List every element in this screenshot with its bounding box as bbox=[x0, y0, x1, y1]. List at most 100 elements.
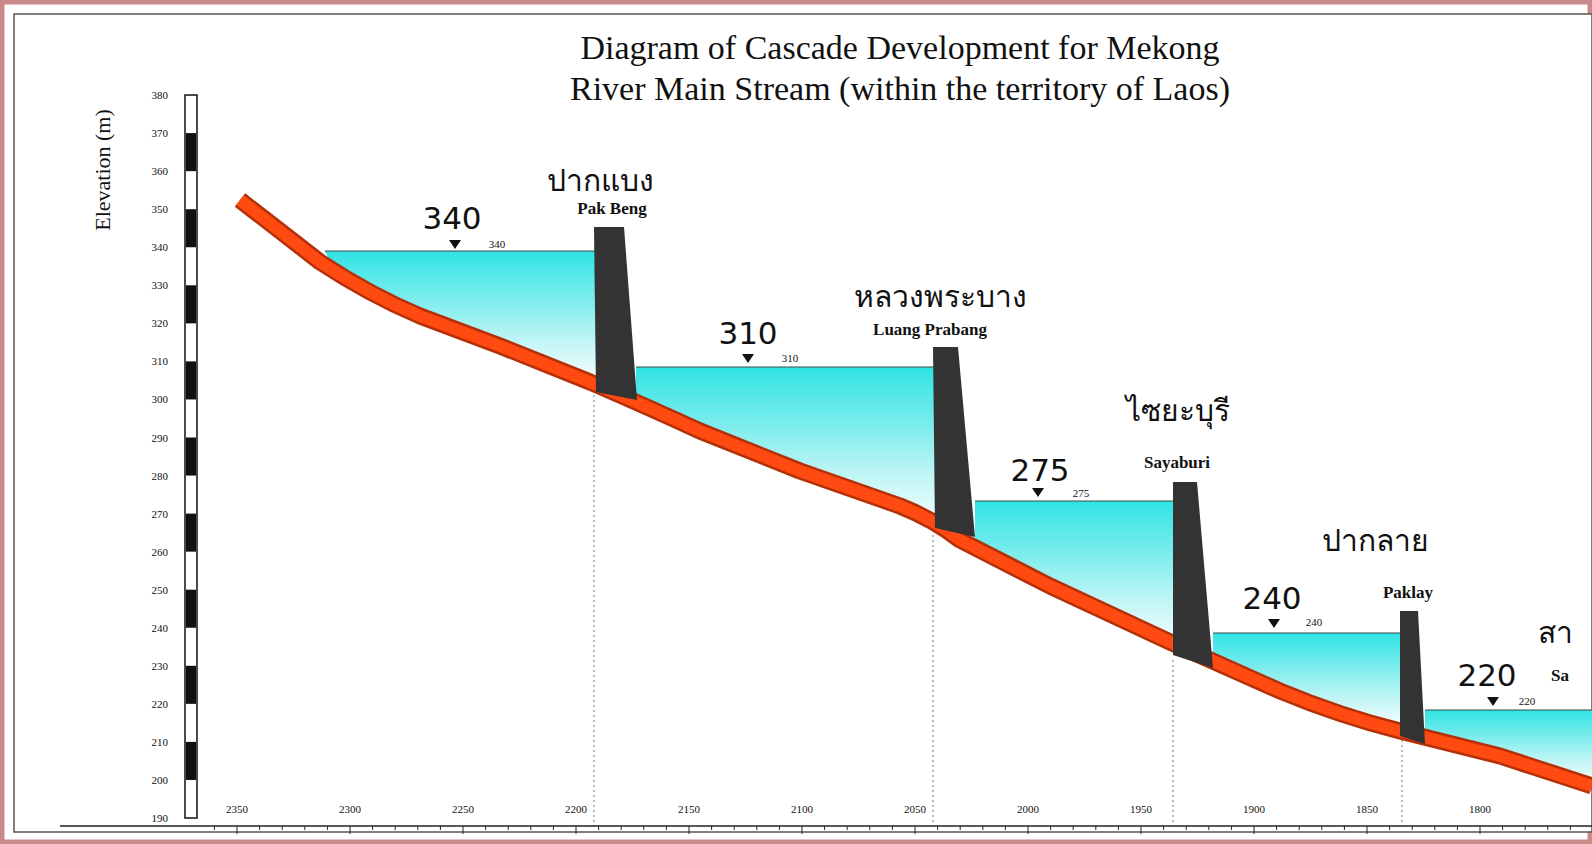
axis-stripe bbox=[186, 438, 196, 476]
axis-tick-label: 320 bbox=[152, 317, 169, 329]
axis-tick bbox=[508, 826, 509, 830]
axis-tick bbox=[1389, 826, 1390, 830]
axis-tick bbox=[756, 826, 757, 830]
x-axis-ticks bbox=[214, 826, 1570, 834]
axis-tick bbox=[666, 826, 667, 830]
axis-tick-label: 250 bbox=[152, 584, 169, 596]
axis-tick-label: 310 bbox=[152, 355, 169, 367]
axis-tick-label: 2250 bbox=[452, 803, 474, 815]
axis-tick bbox=[350, 826, 351, 834]
dam-name-thai: หลวงพระบาง bbox=[854, 280, 1027, 313]
axis-stripe bbox=[186, 285, 196, 323]
diagram-title: Diagram of Cascade Development for Mekon… bbox=[520, 28, 1280, 110]
axis-tick bbox=[1095, 826, 1096, 830]
water-level-small: 310 bbox=[782, 352, 799, 364]
axis-tick bbox=[1299, 826, 1300, 830]
axis-tick bbox=[1231, 826, 1232, 830]
axis-tick bbox=[621, 826, 622, 830]
axis-stripe bbox=[186, 666, 196, 704]
dam bbox=[1400, 611, 1425, 744]
axis-tick-label: 270 bbox=[152, 508, 169, 520]
axis-tick bbox=[576, 826, 577, 834]
axis-tick-label: 330 bbox=[152, 279, 169, 291]
axis-tick-label: 2150 bbox=[678, 803, 700, 815]
axis-bar bbox=[185, 95, 197, 818]
section-line bbox=[594, 390, 595, 826]
dam bbox=[1173, 482, 1213, 668]
axis-tick-label: 1900 bbox=[1243, 803, 1265, 815]
axis-tick bbox=[372, 826, 373, 830]
axis-tick bbox=[553, 826, 554, 830]
axis-tick-label: 1950 bbox=[1130, 803, 1152, 815]
axis-tick-label: 2050 bbox=[904, 803, 926, 815]
axis-tick bbox=[1344, 826, 1345, 830]
axis-tick bbox=[1525, 826, 1526, 830]
axis-tick bbox=[1570, 826, 1571, 830]
axis-tick-label: 200 bbox=[152, 774, 169, 786]
axis-tick bbox=[1141, 826, 1142, 834]
axis-tick-label: 280 bbox=[152, 470, 169, 482]
water-line bbox=[325, 250, 596, 251]
axis-tick bbox=[1118, 826, 1119, 830]
x-axis bbox=[60, 825, 1592, 827]
axis-tick bbox=[1457, 826, 1458, 830]
axis-tick bbox=[598, 826, 599, 830]
water-level: 240 bbox=[1242, 581, 1301, 615]
dam-name-thai: ปากแบง bbox=[547, 164, 654, 197]
axis-tick-label: 230 bbox=[152, 660, 169, 672]
axis-title: Elevation (m) bbox=[91, 109, 115, 231]
axis-tick bbox=[1073, 826, 1074, 830]
axis-tick-label: 1800 bbox=[1469, 803, 1491, 815]
axis-tick bbox=[485, 826, 486, 830]
axis-tick-label: 220 bbox=[152, 698, 169, 710]
level-marker bbox=[449, 240, 461, 249]
axis-tick-label: 1850 bbox=[1356, 803, 1378, 815]
inner-frame bbox=[14, 14, 1592, 832]
axis-tick bbox=[1502, 826, 1503, 830]
dam-name: Sa bbox=[1551, 667, 1569, 686]
water-level: 310 bbox=[718, 316, 777, 350]
axis-tick bbox=[915, 826, 916, 834]
water-line bbox=[1213, 632, 1400, 633]
dam-name: Luang Prabang bbox=[873, 321, 987, 340]
axis-tick bbox=[327, 826, 328, 830]
axis-stripe bbox=[186, 209, 196, 247]
axis-tick bbox=[1050, 826, 1051, 830]
water-level-small: 340 bbox=[489, 238, 506, 250]
axis-tick bbox=[734, 826, 735, 830]
axis-tick-label: 2200 bbox=[565, 803, 587, 815]
water-line bbox=[975, 500, 1173, 501]
axis-tick bbox=[214, 826, 215, 830]
axis-tick bbox=[304, 826, 305, 830]
dam bbox=[594, 227, 637, 400]
axis-tick bbox=[282, 826, 283, 830]
axis-tick bbox=[1367, 826, 1368, 834]
riverbed bbox=[240, 200, 1592, 786]
axis-tick bbox=[1412, 826, 1413, 830]
axis-tick bbox=[892, 826, 893, 830]
axis-tick bbox=[237, 826, 238, 834]
water-level-small: 240 bbox=[1306, 616, 1323, 628]
axis-tick-label: 190 bbox=[152, 812, 169, 824]
water-level-small: 220 bbox=[1519, 695, 1536, 707]
axis-tick bbox=[1547, 826, 1548, 830]
dam-name-thai: สา bbox=[1538, 616, 1573, 649]
axis-tick-label: 380 bbox=[152, 89, 169, 101]
dam-name: Paklay bbox=[1383, 584, 1433, 603]
section-line bbox=[933, 535, 934, 826]
water-level-small: 275 bbox=[1073, 487, 1090, 499]
axis-tick bbox=[1028, 826, 1029, 834]
axis-tick bbox=[417, 826, 418, 830]
section-line bbox=[1402, 735, 1403, 826]
axis-stripe bbox=[186, 590, 196, 628]
axis-tick bbox=[1005, 826, 1006, 830]
axis-tick bbox=[960, 826, 961, 830]
axis-tick-label: 260 bbox=[152, 546, 169, 558]
axis-tick-label: 240 bbox=[152, 622, 169, 634]
axis-tick-label: 2000 bbox=[1017, 803, 1039, 815]
dam-name: Sayaburi bbox=[1144, 454, 1210, 473]
level-marker bbox=[1032, 488, 1044, 497]
dam bbox=[933, 347, 975, 537]
level-marker bbox=[742, 354, 754, 363]
water-level: 220 bbox=[1457, 658, 1516, 692]
